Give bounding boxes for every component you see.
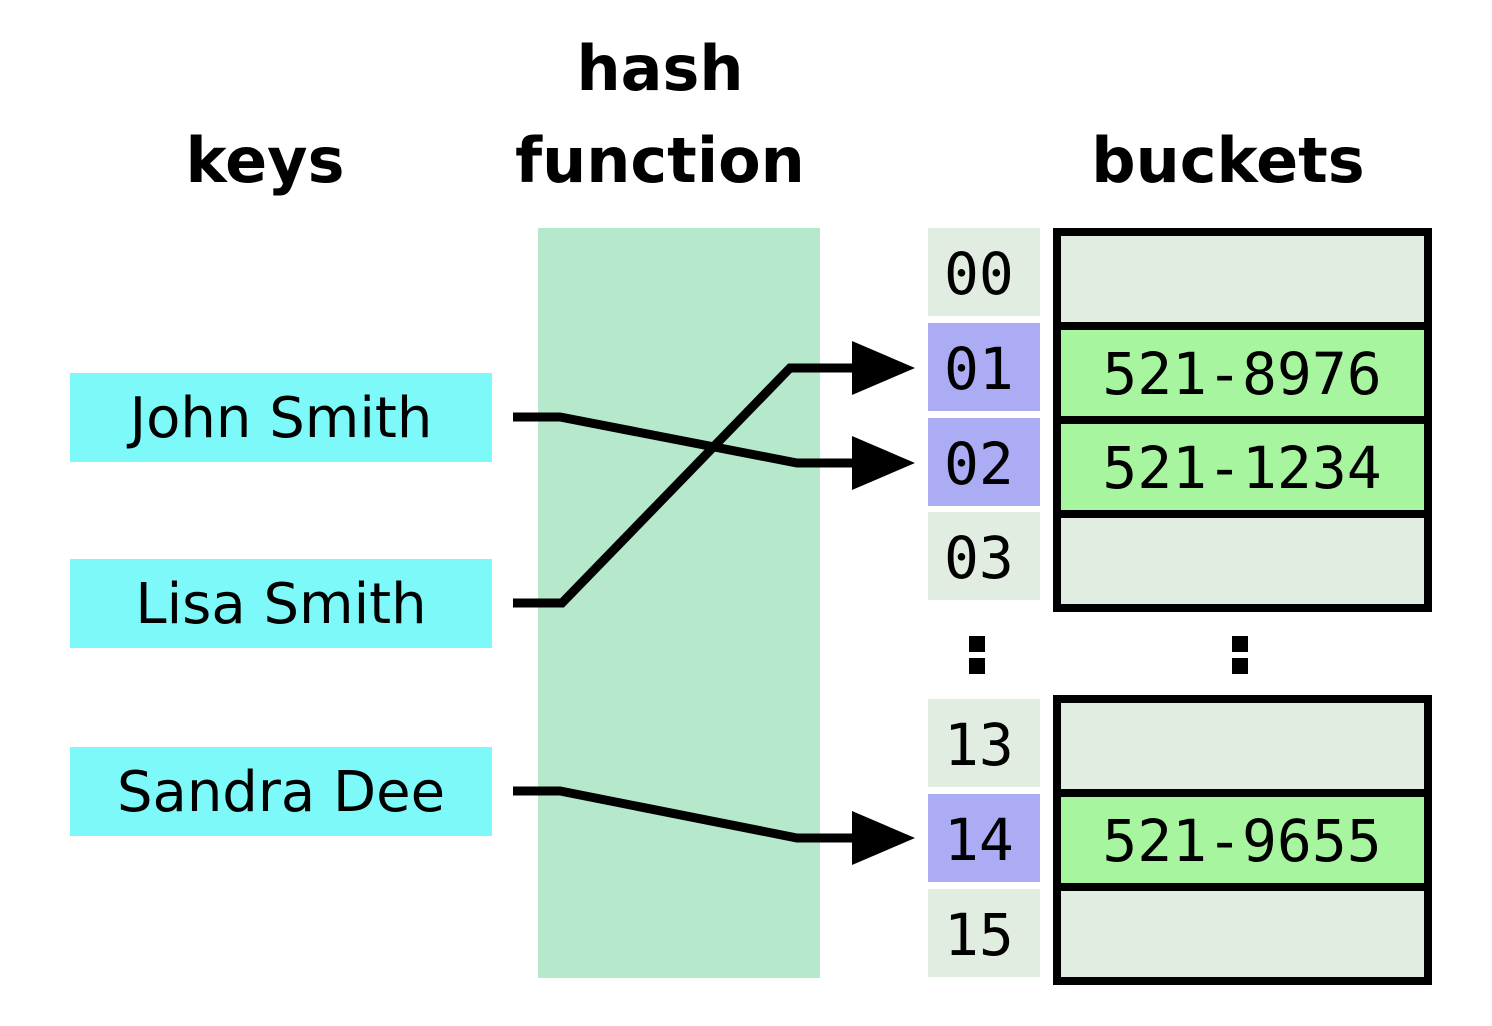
index-cell-background [928,512,1040,600]
index-label: 14 [944,806,1014,874]
bucket-row-02[interactable]: 521-1234 [1053,416,1432,518]
ellipsis-dot-upper [1232,636,1248,652]
bucket-cell-background [1053,883,1432,985]
bucket-cell-background [1053,789,1432,891]
index-cell-00[interactable]: 00 [928,228,1040,316]
bucket-value: 521-8976 [1102,340,1381,408]
heading-hash-line1: hash [576,32,743,105]
bucket-cell-background [1053,322,1432,424]
ellipsis-index-column [969,636,985,674]
bucket-value: 521-9655 [1102,807,1381,875]
key-label: John Smith [127,386,433,451]
bucket-row-14[interactable]: 521-9655 [1053,789,1432,891]
index-cell-13[interactable]: 13 [928,699,1040,787]
ellipsis-dot-lower [969,658,985,674]
bucket-value: 521-1234 [1102,434,1381,502]
index-cell-background [928,699,1040,787]
bucket-row-15[interactable] [1053,883,1432,985]
connector-john-smith-to-02 [513,412,915,490]
arrow-head-icon [852,341,915,395]
key-box-background [70,559,492,648]
bucket-cell-background [1053,416,1432,518]
index-cell-background [928,889,1040,977]
bucket-row-03[interactable] [1053,510,1432,612]
key-label: Sandra Dee [117,760,445,825]
connector-sandra-dee-to-14 [513,786,915,865]
index-cell-background [928,228,1040,316]
key-box-lisa-smith[interactable]: Lisa Smith [70,559,492,648]
ellipsis-bucket-column [1232,636,1248,674]
ellipsis-dot-lower [1232,658,1248,674]
key-box-background [70,373,492,462]
connector-line [513,412,862,468]
connector-line [513,786,862,843]
index-cell-14[interactable]: 14 [928,794,1040,882]
bucket-row-01[interactable]: 521-8976 [1053,322,1432,424]
index-label: 01 [944,335,1014,403]
index-cell-02[interactable]: 02 [928,418,1040,506]
heading-hash-line2: function [515,124,805,197]
index-label: 00 [944,240,1014,308]
bucket-cell-background [1053,228,1432,330]
bucket-cell-background [1053,510,1432,612]
key-label: Lisa Smith [135,572,426,637]
index-cell-15[interactable]: 15 [928,889,1040,977]
index-cell-background [928,323,1040,411]
bucket-row-13[interactable] [1053,695,1432,797]
heading-keys: keys [186,124,345,197]
bucket-row-00[interactable] [1053,228,1432,330]
key-box-john-smith[interactable]: John Smith [70,373,492,462]
hash-function-band [538,228,820,978]
arrow-head-icon [852,811,915,865]
index-cell-03[interactable]: 03 [928,512,1040,600]
index-cell-background [928,418,1040,506]
heading-buckets: buckets [1091,124,1364,197]
index-label: 15 [944,901,1014,969]
index-cell-01[interactable]: 01 [928,323,1040,411]
index-label: 13 [944,711,1014,779]
bucket-cell-background [1053,695,1432,797]
arrow-head-icon [852,436,915,490]
key-box-background [70,747,492,836]
key-box-sandra-dee[interactable]: Sandra Dee [70,747,492,836]
index-cell-background [928,794,1040,882]
connector-lisa-smith-to-01 [513,341,915,608]
ellipsis-dot-upper [969,636,985,652]
index-label: 02 [944,430,1014,498]
index-label: 03 [944,524,1014,592]
connector-line [513,363,862,608]
